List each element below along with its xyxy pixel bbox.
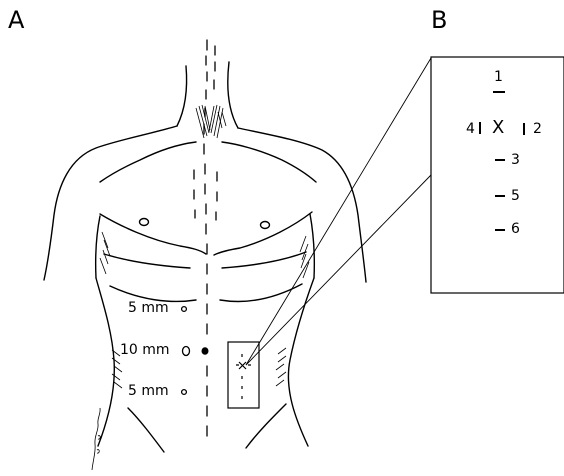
inset-connector-lines: [246, 58, 431, 365]
inset-label-4: 4: [466, 122, 475, 136]
inset-x-mark: X: [492, 119, 504, 137]
port-label-5mm-lower: 5 mm: [128, 384, 169, 398]
right-arm-inner: [310, 214, 314, 278]
neck-left-outline: [177, 66, 187, 126]
left-nipple: [140, 219, 149, 226]
right-rib-line: [222, 252, 306, 268]
right-nipple: [261, 222, 270, 229]
inset-label-1: 1: [494, 70, 503, 84]
left-flank: [96, 278, 114, 446]
inset-label-2: 2: [533, 122, 542, 136]
left-rib-line: [104, 254, 190, 268]
inset-label-3: 3: [511, 153, 520, 167]
artist-signature: [92, 408, 100, 470]
left-arm-inner: [96, 216, 100, 278]
left-clavicle: [100, 142, 196, 182]
neck-right-outline: [228, 62, 238, 128]
umbilicus-port: [202, 347, 209, 355]
right-groin: [246, 404, 286, 448]
inset-label-6: 6: [511, 222, 520, 236]
port-5mm-upper: [182, 307, 187, 312]
port-label-5mm-upper: 5 mm: [128, 301, 169, 315]
right-flank: [288, 278, 314, 446]
right-pectoral: [214, 212, 312, 255]
port-label-10mm: 10 mm: [120, 343, 170, 357]
midline-dashes: [194, 40, 217, 436]
port-10mm-left: [183, 347, 190, 356]
port-5mm-lower: [182, 390, 187, 395]
left-shoulder-outline: [44, 126, 177, 280]
left-pectoral: [100, 214, 206, 254]
right-clavicle: [222, 142, 316, 182]
left-groin: [128, 408, 164, 452]
inset-label-5: 5: [511, 189, 520, 203]
